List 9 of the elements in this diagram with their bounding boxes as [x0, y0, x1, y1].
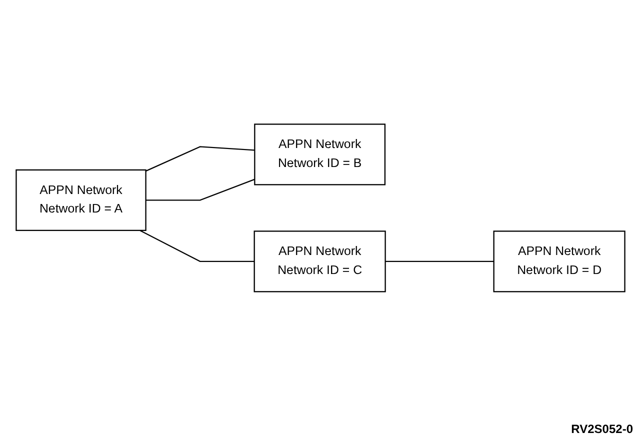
node-box: APPN Network Network ID = B [254, 123, 386, 185]
connector [140, 229, 254, 262]
node-box: APPN Network Network ID = A [16, 168, 146, 231]
connector [146, 146, 255, 172]
node-box: APPN Network Network ID = C [254, 230, 386, 292]
figure-id: RV2S052-0 [571, 422, 633, 436]
connector [385, 260, 494, 262]
node-box: APPN Network Network ID = D [493, 230, 626, 292]
connector [146, 178, 255, 200]
